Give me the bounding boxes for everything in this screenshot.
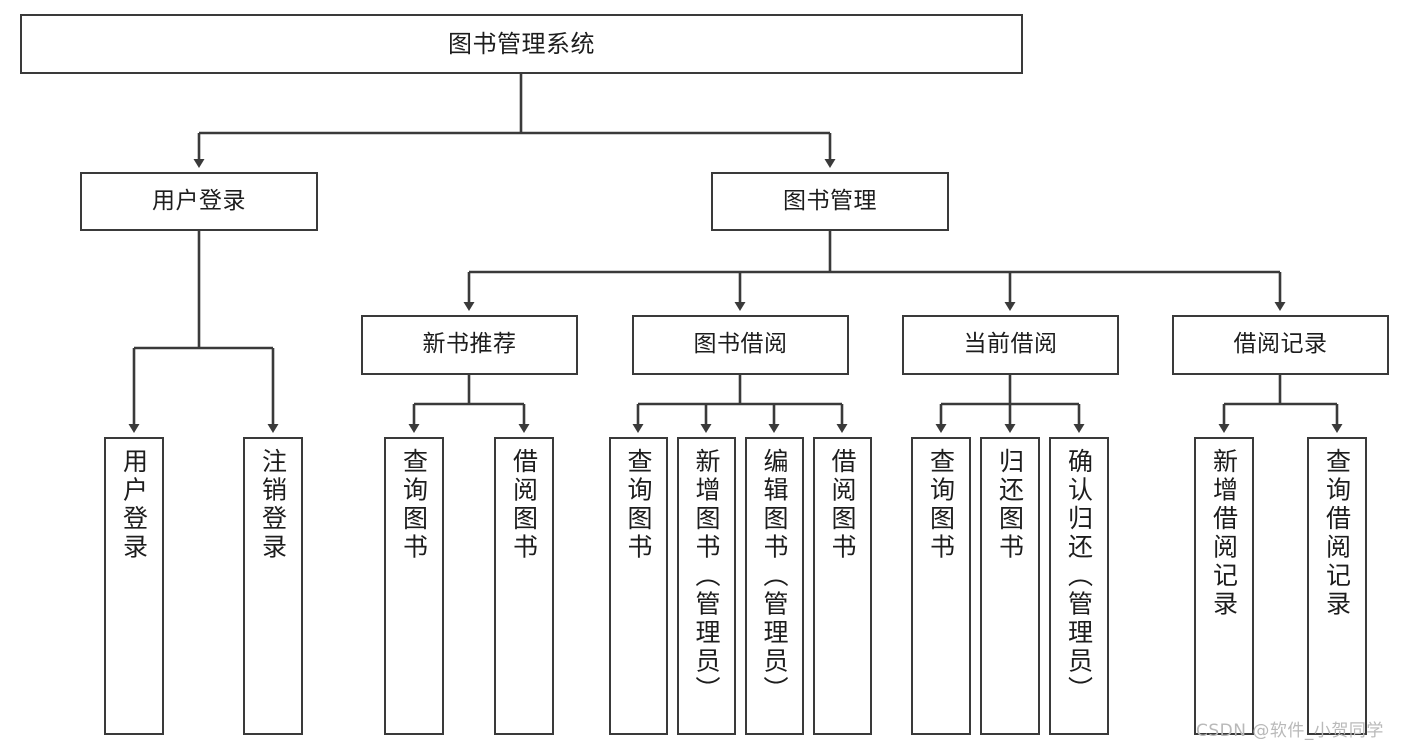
node-current-borrow[interactable]: 当前借阅 [902,315,1119,375]
node-user-login[interactable]: 用户登录 [80,172,318,231]
leaf-user-login-logout[interactable]: 注销登录 [243,437,303,735]
node-new-book-recommend[interactable]: 新书推荐 [361,315,578,375]
leaf-record-query-record[interactable]: 查询借阅记录 [1307,437,1367,735]
leaf-current-query-book[interactable]: 查询图书 [911,437,971,735]
node-label: 查询图书 [926,448,956,562]
leaf-borrow-add-book-admin[interactable]: 新增图书（管理员） [677,437,736,735]
node-label: 当前借阅 [963,331,1058,358]
leaf-borrow-query-book[interactable]: 查询图书 [609,437,668,735]
node-label: 图书借阅 [693,331,788,358]
node-book-borrow[interactable]: 图书借阅 [632,315,849,375]
node-label: 新书推荐 [422,331,517,358]
leaf-user-login-login[interactable]: 用户登录 [104,437,164,735]
node-label: 确认归还（管理员） [1064,448,1094,705]
node-label: 归还图书 [995,448,1025,562]
node-label: 借阅记录 [1233,331,1328,358]
node-label: 注销登录 [258,448,288,562]
node-label: 查询借阅记录 [1322,448,1352,619]
node-label: 查询图书 [624,448,653,562]
csdn-watermark: CSDN @软件_小贺同学 [1196,721,1384,741]
leaf-borrow-borrow-book[interactable]: 借阅图书 [813,437,872,735]
node-book-management[interactable]: 图书管理 [711,172,949,231]
node-label: 新增借阅记录 [1209,448,1239,619]
leaf-current-return-book[interactable]: 归还图书 [980,437,1040,735]
leaf-current-confirm-return-admin[interactable]: 确认归还（管理员） [1049,437,1109,735]
leaf-record-add-record[interactable]: 新增借阅记录 [1194,437,1254,735]
node-label: 借阅图书 [828,448,857,562]
node-borrow-record[interactable]: 借阅记录 [1172,315,1389,375]
node-label: 图书管理 [783,187,877,214]
node-label: 图书管理系统 [448,29,595,58]
node-root-system[interactable]: 图书管理系统 [20,14,1023,74]
node-label: 新增图书（管理员） [692,448,721,705]
leaf-recommend-borrow-book[interactable]: 借阅图书 [494,437,554,735]
leaf-borrow-edit-book-admin[interactable]: 编辑图书（管理员） [745,437,804,735]
node-label: 查询图书 [399,448,429,562]
node-label: 借阅图书 [509,448,539,562]
node-label: 编辑图书（管理员） [760,448,789,705]
node-label: 用户登录 [119,448,149,562]
leaf-recommend-query-book[interactable]: 查询图书 [384,437,444,735]
node-label: 用户登录 [152,187,246,214]
